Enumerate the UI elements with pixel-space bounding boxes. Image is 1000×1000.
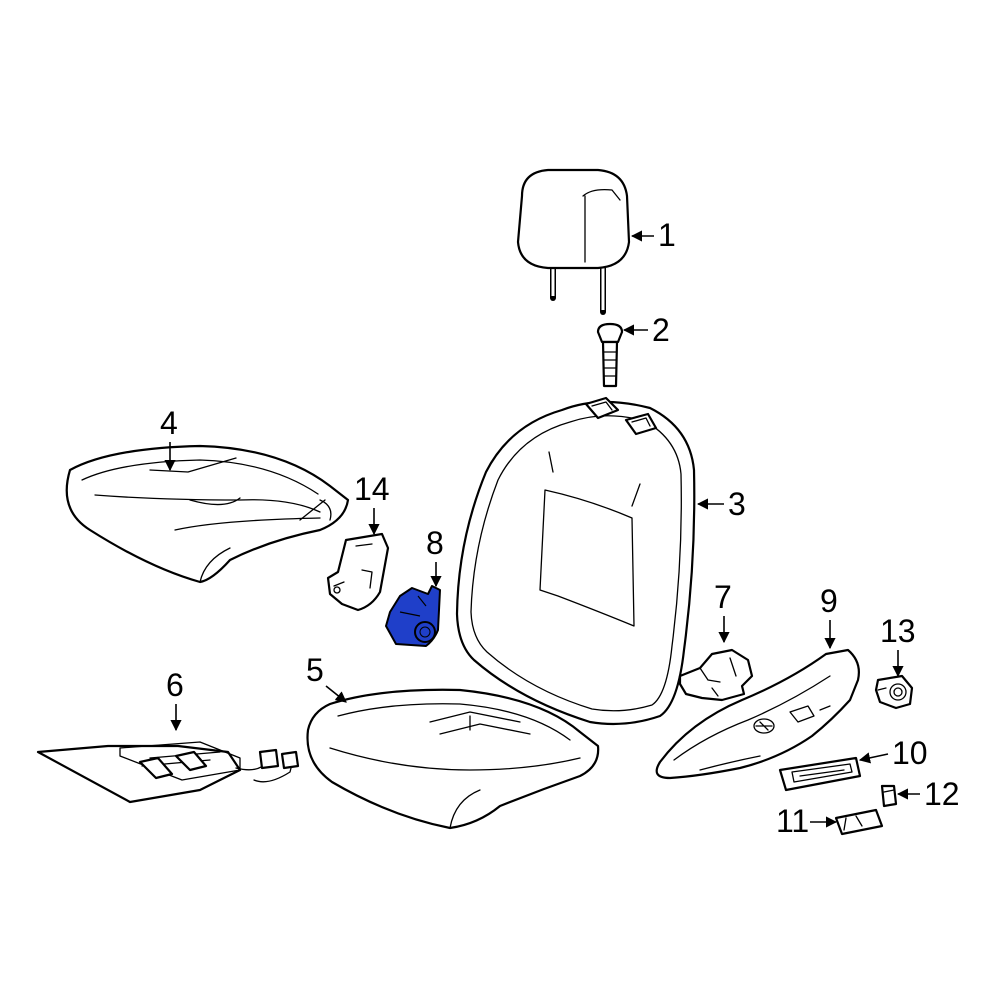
seat-side-bracket-part-highlighted[interactable] xyxy=(385,585,441,647)
callout-10: 10 xyxy=(892,735,928,771)
callout-1: 1 xyxy=(658,217,676,253)
callout-13: 13 xyxy=(880,613,916,649)
seat-knob-part[interactable] xyxy=(834,808,884,836)
headrest-guide-part[interactable] xyxy=(596,322,624,388)
callout-12: 12 xyxy=(924,776,960,812)
headrest-part[interactable] xyxy=(516,168,631,315)
callout-11: 11 xyxy=(776,803,809,839)
callout-2: 2 xyxy=(652,312,670,348)
callout-9: 9 xyxy=(820,583,838,619)
seat-back-part[interactable] xyxy=(455,396,696,726)
seat-switch-knob-part[interactable] xyxy=(874,674,914,710)
seat-back-bracket-part[interactable] xyxy=(678,648,754,702)
seat-cushion-pad-part[interactable] xyxy=(306,688,600,830)
callout-4: 4 xyxy=(160,405,178,441)
seat-heater-mat-part[interactable] xyxy=(36,741,300,804)
seat-switch-part[interactable] xyxy=(778,756,862,792)
seat-small-knob-part[interactable] xyxy=(880,784,898,808)
callout-14: 14 xyxy=(354,471,390,507)
leader-5 xyxy=(325,685,347,703)
callout-3: 3 xyxy=(728,486,746,522)
callout-7: 7 xyxy=(714,579,732,615)
seat-cover-bracket-part[interactable] xyxy=(326,532,390,612)
seat-cushion-cover-part[interactable] xyxy=(65,444,350,584)
callout-6: 6 xyxy=(166,667,184,703)
callout-5: 5 xyxy=(306,652,324,688)
seat-side-shield-part[interactable] xyxy=(655,648,860,780)
callout-8: 8 xyxy=(426,525,444,561)
leader-10 xyxy=(858,752,889,764)
